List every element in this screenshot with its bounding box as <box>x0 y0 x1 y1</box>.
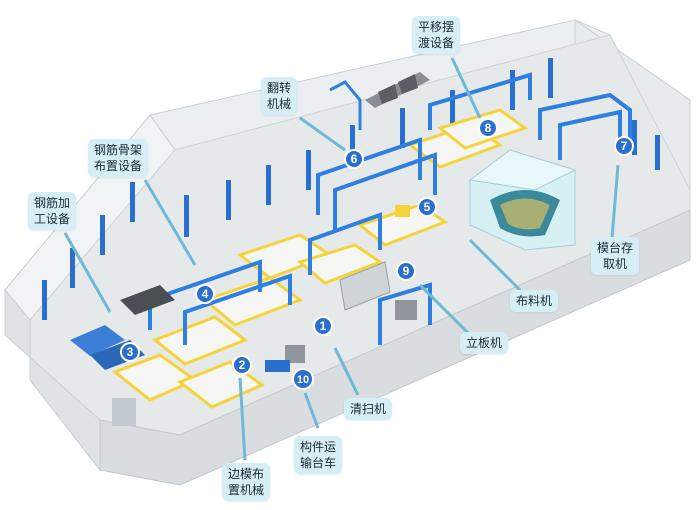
column <box>70 248 75 288</box>
material-hoppers <box>329 72 430 130</box>
column <box>226 180 231 220</box>
gantry-frames <box>148 72 632 345</box>
marker-4: 4 <box>202 287 209 301</box>
marker-circle <box>396 261 416 281</box>
frame-ferry <box>428 72 532 130</box>
rebar-coil-rack <box>120 285 175 315</box>
pallet <box>152 315 249 366</box>
leader-fan-zhuan <box>299 116 346 152</box>
transport-cart <box>265 360 290 372</box>
door-opening <box>112 398 136 426</box>
frame-turnover <box>333 152 437 232</box>
marker-7: 7 <box>621 139 628 153</box>
leader-qing-sao <box>333 347 360 396</box>
distributor-cart <box>395 205 410 217</box>
column <box>655 135 660 170</box>
leader-gou-jian <box>303 392 320 429</box>
callout-leaders <box>63 57 620 461</box>
marker-5: 5 <box>424 200 431 214</box>
column <box>266 165 271 205</box>
column <box>632 120 637 155</box>
marker-circle <box>292 368 314 390</box>
callout-gang-jin-jia-gong: 钢筋加 工设备 <box>28 192 77 230</box>
marker-circle <box>313 316 333 336</box>
marker-circle <box>344 149 364 169</box>
chute <box>329 80 362 130</box>
column <box>42 280 47 320</box>
frame-rebar-cage <box>183 273 292 345</box>
marker-3: 3 <box>127 345 134 359</box>
leader-li-ban <box>418 283 472 337</box>
cleaning-machine <box>285 345 305 363</box>
marker-10: 10 <box>297 374 309 386</box>
frame-spreader <box>308 212 382 275</box>
callout-gou-jian-yun-shu: 构件运 输台车 <box>294 436 343 474</box>
rebar-machine <box>70 325 125 356</box>
column <box>450 90 455 130</box>
marker-6: 6 <box>351 152 358 166</box>
numbered-markers: 1 2 3 4 5 6 7 8 9 10 <box>120 118 634 390</box>
frame-storage <box>558 109 622 160</box>
marker-8: 8 <box>485 121 492 135</box>
leader-mo-tai <box>610 164 620 239</box>
callout-mo-tai-cun-qu: 模台存 取机 <box>591 237 640 275</box>
callout-qing-sao: 清扫机 <box>344 398 393 420</box>
storage-top <box>468 149 577 191</box>
column <box>306 150 311 190</box>
frame-storage <box>538 92 632 150</box>
stand-up-panel <box>395 300 417 320</box>
misc-equipment <box>265 205 417 372</box>
callout-bian-mo-bu-zhi: 边模布 置机械 <box>222 463 271 501</box>
column <box>350 125 355 165</box>
callout-gang-jin-gu-jia: 钢筋骨架 布置设备 <box>88 139 149 177</box>
callout-fan-zhuan: 翻转 机械 <box>261 77 298 115</box>
callout-bu-liao: 布料机 <box>510 290 559 312</box>
callout-ping-yi-bai-du: 平移摆 渡设备 <box>412 16 461 54</box>
column <box>548 58 553 98</box>
leader-gang-jin-gu-jia <box>143 179 197 266</box>
column <box>400 108 405 148</box>
back-wall-columns <box>42 58 660 320</box>
mold-storage-machine <box>468 149 577 251</box>
frame-rebar-cage <box>148 259 262 330</box>
leader-gang-jin-jia-gong <box>63 232 112 313</box>
front-wall <box>99 209 691 486</box>
frame-stand-up <box>378 282 432 345</box>
marker-circle <box>478 118 498 138</box>
column <box>184 195 189 237</box>
side-mold-panel <box>339 261 391 311</box>
hopper <box>398 74 418 94</box>
pallet <box>201 276 304 327</box>
column <box>510 70 515 110</box>
storage-interior-highlight <box>500 198 550 230</box>
marker-circle <box>417 197 437 217</box>
marker-circle <box>614 136 634 156</box>
marker-9: 9 <box>403 264 410 278</box>
column <box>130 182 135 222</box>
marker-circle <box>232 355 252 375</box>
callout-li-ban: 立板机 <box>460 332 509 354</box>
leader-bu-liao <box>468 238 522 292</box>
marker-2: 2 <box>239 358 246 372</box>
column <box>100 215 105 255</box>
marker-circle <box>120 342 140 362</box>
pallet <box>296 243 384 285</box>
hopper <box>378 84 398 104</box>
marker-circle <box>195 284 215 304</box>
leader-bian-mo <box>238 377 247 461</box>
marker-1: 1 <box>320 319 327 333</box>
leader-ping-yi <box>450 57 482 119</box>
